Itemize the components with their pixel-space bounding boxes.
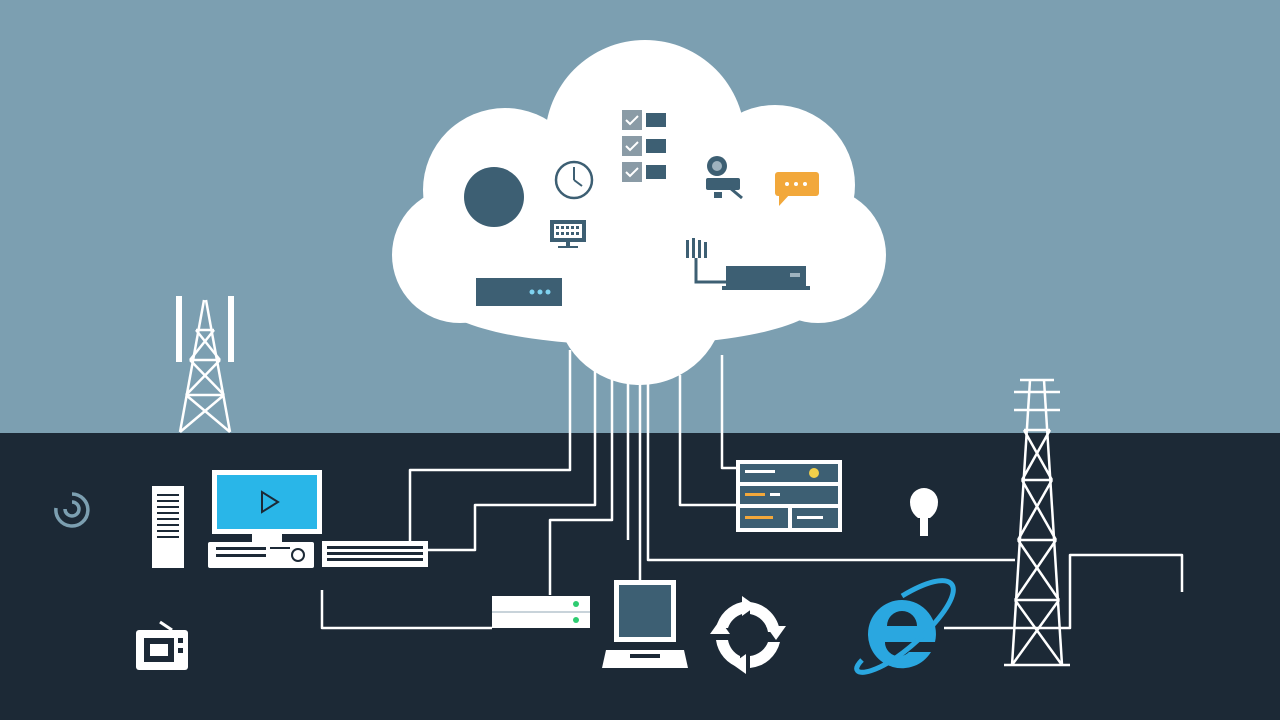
cell-tower-icon bbox=[176, 296, 234, 433]
light-bulb-icon bbox=[910, 488, 938, 536]
clock-icon bbox=[554, 160, 594, 200]
internet-explorer-icon bbox=[854, 578, 956, 675]
tower-pc-icon bbox=[152, 486, 184, 568]
laptop-icon bbox=[602, 580, 688, 668]
keyboard-icon bbox=[322, 541, 428, 567]
checklist-icon bbox=[622, 110, 666, 182]
chat-bubble-icon bbox=[775, 172, 819, 206]
sync-arrows-icon bbox=[710, 596, 786, 674]
dashboard-panel-icon bbox=[736, 460, 842, 532]
calendar-monitor-icon bbox=[550, 220, 586, 248]
power-pylon-icon bbox=[1004, 378, 1070, 667]
router-icon bbox=[492, 596, 590, 628]
webcam-icon bbox=[706, 156, 743, 200]
globe-icon bbox=[464, 167, 524, 227]
network-switch-icon bbox=[686, 238, 810, 290]
desktop-monitor-icon bbox=[208, 470, 322, 568]
radio-device-icon bbox=[136, 620, 188, 670]
network-wires bbox=[320, 350, 1184, 630]
server-rack-icon bbox=[476, 278, 562, 306]
swirl-icon bbox=[54, 492, 90, 528]
